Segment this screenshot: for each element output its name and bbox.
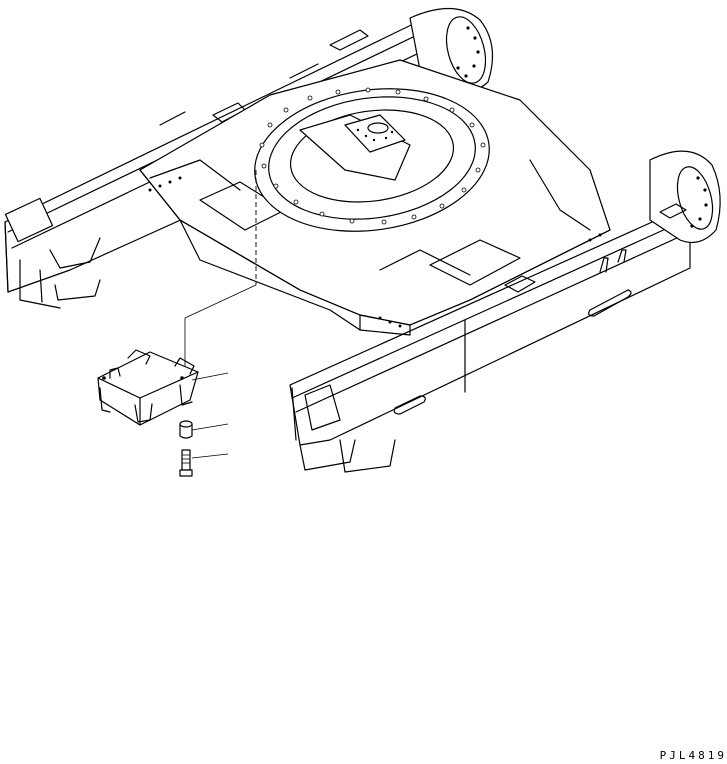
swing-circle-bolt-holes — [260, 88, 485, 224]
assembly-leader — [185, 170, 256, 376]
right-track-frame — [290, 151, 720, 472]
drawing-code: PJL4819 — [659, 749, 727, 762]
mounting-bolt — [180, 450, 192, 476]
spacer-nut — [180, 421, 192, 438]
callout-leaders — [192, 373, 228, 458]
track-guide — [98, 350, 198, 425]
swing-circle — [245, 74, 498, 245]
